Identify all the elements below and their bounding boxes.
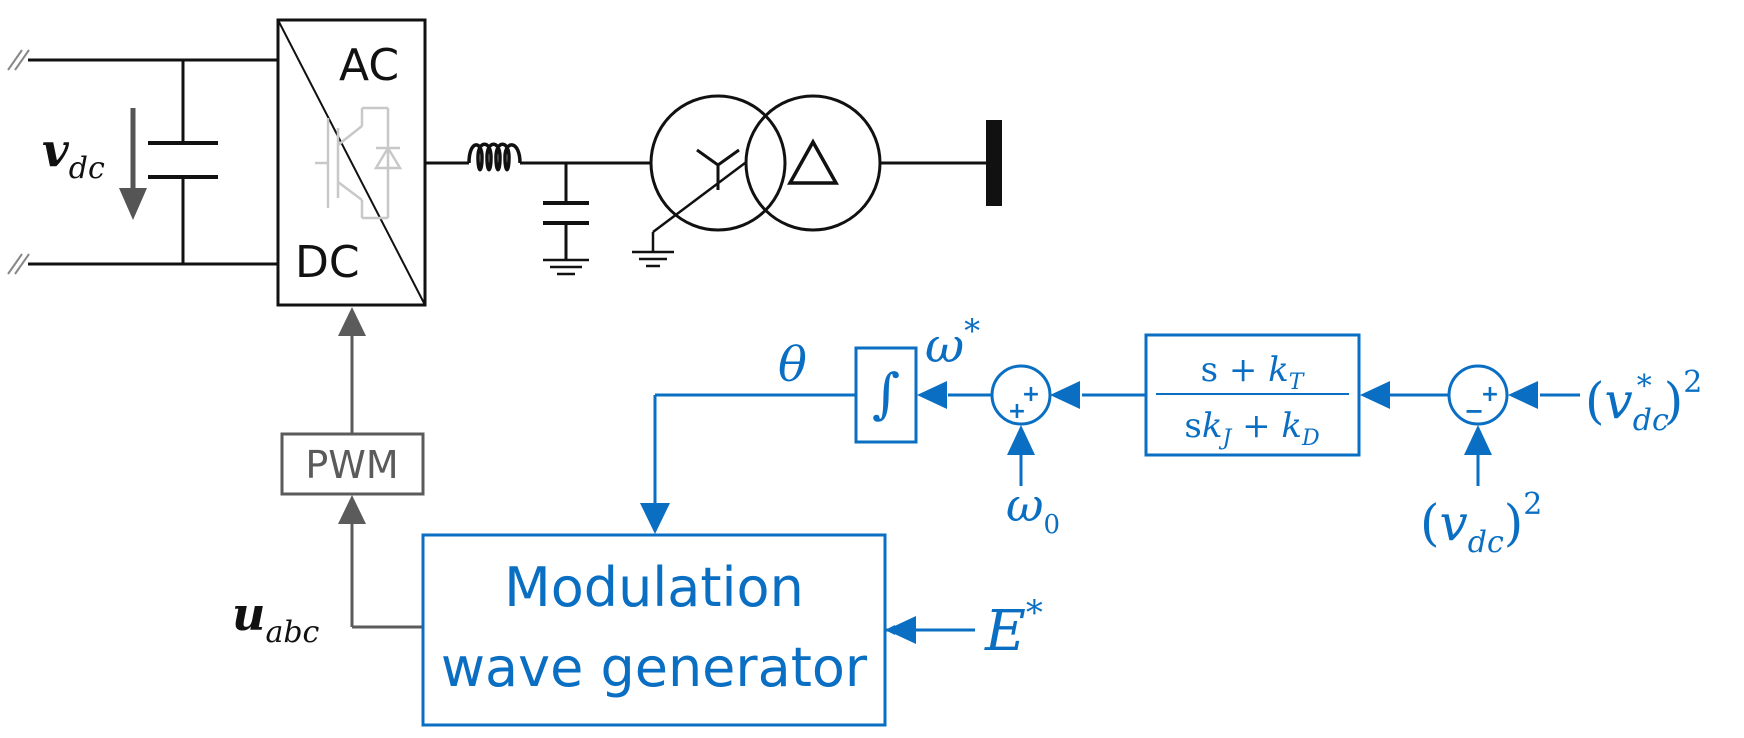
omega0-label: ω0 <box>1006 478 1060 540</box>
e-star-arrowhead <box>886 616 916 644</box>
omega-star-label: ω* <box>925 312 980 374</box>
dc-capacitor-icon <box>148 141 218 179</box>
theta-signal-path <box>653 393 856 505</box>
omega0-signal <box>1007 425 1035 486</box>
svg-text:+: + <box>1022 382 1040 407</box>
vdc-ref-signal <box>1508 381 1580 409</box>
vdc-ref-squared-label: (vdc*)2 <box>1585 365 1702 438</box>
tf-to-sum-signal <box>1050 381 1146 409</box>
delta-winding-icon <box>787 138 839 185</box>
transformer-primary-winding <box>649 94 787 232</box>
vdc-arrow <box>119 108 147 220</box>
dc-bus-break-icon-top <box>7 49 30 71</box>
dc-link <box>28 58 278 266</box>
inductor-icon <box>467 142 522 172</box>
pwm-to-converter-arrowhead <box>338 307 366 336</box>
pwm-label: PWM <box>305 443 398 487</box>
igbt-icon <box>315 106 403 220</box>
dc-bus-break-icon-bottom <box>7 253 30 275</box>
uabc-to-pwm-arrowhead <box>338 495 366 524</box>
e-star-label: E* <box>984 593 1043 664</box>
pwm-signal-path <box>350 335 423 629</box>
tf-denominator: skJ + kD <box>1184 406 1320 451</box>
wye-winding-icon <box>696 148 740 190</box>
theta-arrowhead <box>640 503 670 534</box>
vdc-meas-signal <box>1464 425 1492 486</box>
integrator-icon: ∫ <box>872 362 900 425</box>
svg-text:+: + <box>1481 382 1499 407</box>
grid-busbar <box>986 120 1002 206</box>
modulation-block-line2: wave generator <box>441 636 868 699</box>
modulation-block-line1: Modulation <box>504 556 804 619</box>
integrator-block <box>854 346 918 444</box>
uabc-label: uabc <box>232 587 320 650</box>
filter-capacitor-icon <box>543 163 589 260</box>
converter-ac-label: AC <box>339 40 399 91</box>
converter-diagonal <box>277 19 426 306</box>
neutral-ground-icon <box>632 162 746 268</box>
svg-text:+: + <box>1008 399 1026 424</box>
pwm-block <box>280 432 425 496</box>
modulation-wave-generator-block <box>421 533 887 727</box>
omega-summing-junction: + + <box>917 364 1052 426</box>
ground-icon <box>543 258 589 276</box>
vdc-summing-junction: + − <box>1360 364 1509 426</box>
transformer-secondary-winding <box>744 94 882 232</box>
vdc-squared-label: (vdc)2 <box>1420 487 1542 560</box>
tf-numerator: s + kT <box>1201 350 1306 395</box>
svg-text:−: − <box>1464 397 1484 425</box>
vdc-label: vdc <box>42 123 105 186</box>
converter-dc-label: DC <box>295 237 360 288</box>
theta-label: θ <box>778 337 807 393</box>
